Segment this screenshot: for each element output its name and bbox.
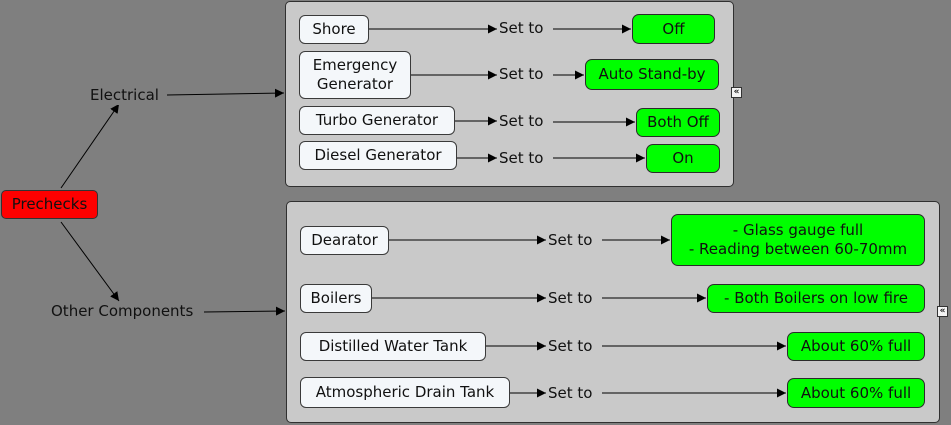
dearator-value[interactable]: - Glass gauge full - Reading between 60-… [671,214,925,266]
prechecks-node[interactable]: Prechecks [1,190,98,219]
set-to-label: Set to [499,65,544,84]
diesel-generator-node[interactable]: Diesel Generator [299,141,457,170]
boilers-value[interactable]: - Both Boilers on low fire [707,284,925,313]
shore-node[interactable]: Shore [299,15,369,44]
emergency-generator-node[interactable]: Emergency Generator [299,51,411,99]
turbo-generator-value[interactable]: Both Off [636,108,720,137]
set-to-label: Set to [548,231,593,250]
distilled-water-tank-node[interactable]: Distilled Water Tank [300,332,486,361]
dearator-node[interactable]: Dearator [300,226,389,255]
other-components-label[interactable]: Other Components [51,302,194,321]
turbo-generator-node[interactable]: Turbo Generator [299,106,455,135]
emergency-generator-value[interactable]: Auto Stand-by [585,59,719,90]
shore-value[interactable]: Off [632,14,715,44]
collapse-electrical-icon[interactable]: « [731,87,742,98]
set-to-label: Set to [499,149,544,168]
diesel-generator-value[interactable]: On [646,144,720,173]
boilers-node[interactable]: Boilers [300,284,372,313]
atmospheric-drain-tank-node[interactable]: Atmospheric Drain Tank [300,377,510,408]
electrical-label[interactable]: Electrical [90,86,159,105]
set-to-label: Set to [548,384,593,403]
collapse-other-components-icon[interactable]: « [937,306,948,317]
set-to-label: Set to [548,289,593,308]
distilled-water-tank-value[interactable]: About 60% full [787,332,925,361]
atmospheric-drain-tank-value[interactable]: About 60% full [787,378,925,408]
set-to-label: Set to [548,337,593,356]
set-to-label: Set to [499,112,544,131]
set-to-label: Set to [499,19,544,38]
